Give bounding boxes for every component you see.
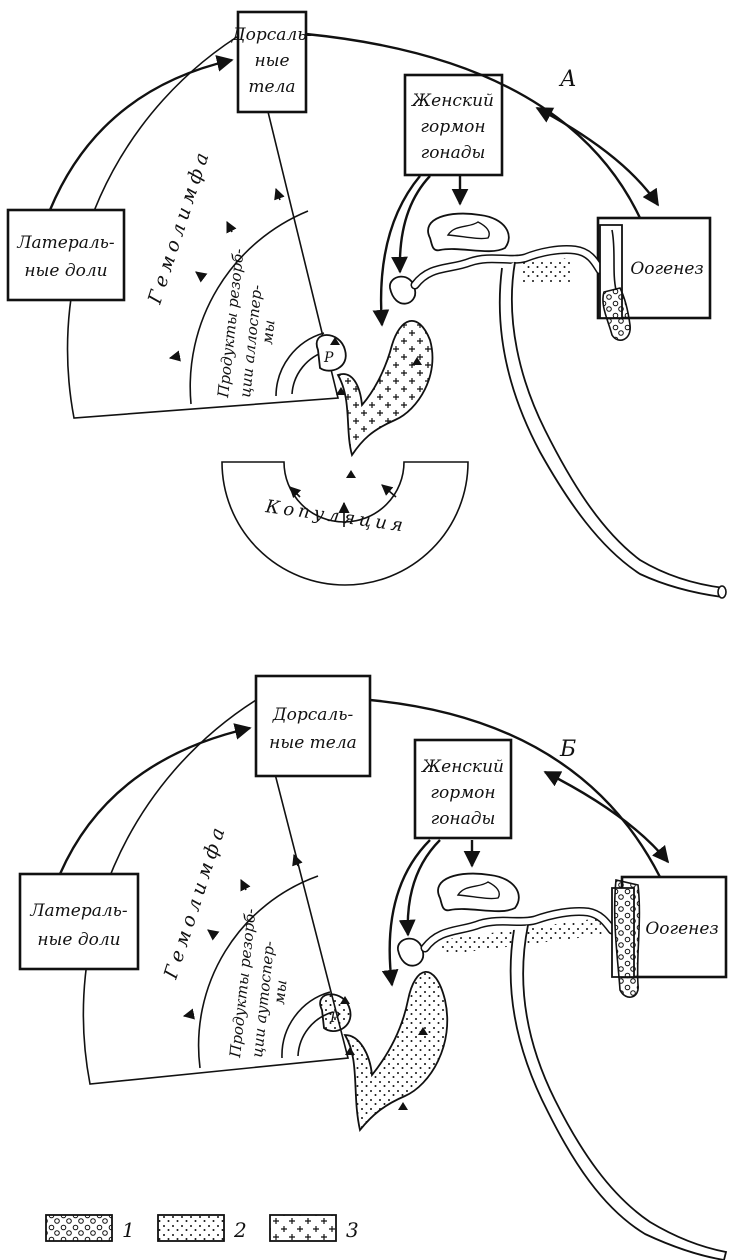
dorsal-bodies-b-line2: ные тела xyxy=(269,733,357,753)
dorsal-bodies-line3: тела xyxy=(248,77,295,97)
panel-letter-b: Б xyxy=(559,737,576,762)
legend-swatch-dots xyxy=(158,1215,224,1241)
dorsal-bodies-b-line1: Дорсаль- xyxy=(272,705,354,725)
panel-b: Б Дорсаль- ные тела Латераль- ные доли Ж… xyxy=(20,676,726,1260)
hemolymph-label-b: Гемолимфа xyxy=(160,820,231,982)
resorption-b-line3: мы xyxy=(270,979,290,1005)
resorption-line3: мы xyxy=(258,319,278,345)
oogenesis-label: Оогенез xyxy=(630,259,703,279)
panel-letter-a: А xyxy=(558,67,577,92)
hemolymph-arrow-b-2 xyxy=(208,930,216,936)
hormone-oogenesis-arrow xyxy=(537,108,658,205)
panel-a: А Дорсаль- ные тела Латераль- ные доли Ж… xyxy=(8,12,726,598)
hemolymph-label: Гемолимфа xyxy=(144,145,215,307)
dorsal-to-oogenesis-curve-b xyxy=(370,700,660,877)
lateral-lobes-box-b xyxy=(20,874,138,969)
lateral-to-dorsal-arrow xyxy=(50,60,232,210)
copulation-arrow-3 xyxy=(382,485,396,497)
lateral-lobes-box xyxy=(8,210,124,300)
legend-swatch-crosses xyxy=(270,1215,336,1241)
hormone-to-spermatheca-arrow-2 xyxy=(400,176,430,272)
hemolymph-arrow-3 xyxy=(227,222,232,232)
dorsal-bodies-line2: ные xyxy=(254,51,289,71)
hemolymph-arrow-b-3 xyxy=(241,880,246,890)
dorsal-bodies-box-b xyxy=(256,676,370,776)
p-label-b: Р xyxy=(329,1010,340,1026)
hemolymph-arrow-4 xyxy=(276,189,280,200)
lateral-lobes-b-line1: Латераль- xyxy=(29,901,128,921)
female-hormone-b-line1: Женский xyxy=(421,757,504,777)
oogenesis-label-b: Оогенез xyxy=(645,919,718,939)
female-hormone-b-line3: гонады xyxy=(431,809,496,829)
female-hormone-line2: гормон xyxy=(420,117,485,137)
copulation-label: Копуляция xyxy=(263,496,408,537)
female-hormone-b-line2: гормон xyxy=(430,783,495,803)
hormone-to-spermatheca-arrow-b-2 xyxy=(408,840,440,935)
p-label-a: Р xyxy=(323,350,334,366)
legend-label-1: 1 xyxy=(122,1218,135,1242)
female-hormone-line3: гонады xyxy=(421,143,486,163)
hemolymph-arrow-2 xyxy=(196,272,204,278)
lateral-lobes-b-line2: ные доли xyxy=(37,930,120,950)
female-hormone-line1: Женский xyxy=(411,91,494,111)
legend: 1 2 3 xyxy=(46,1215,359,1242)
dorsal-bodies-line1: Дорсаль- xyxy=(231,25,313,45)
legend-swatch-circles xyxy=(46,1215,112,1241)
legend-label-3: 3 xyxy=(346,1218,359,1242)
hormone-oogenesis-arrow-b xyxy=(545,772,668,862)
hemolymph-arrow-b-1 xyxy=(184,1014,194,1016)
legend-label-2: 2 xyxy=(233,1218,247,1242)
lateral-lobes-line2: ные доли xyxy=(24,261,107,281)
hemolymph-arrow-1 xyxy=(170,356,180,358)
lateral-lobes-line1: Латераль- xyxy=(16,233,115,253)
